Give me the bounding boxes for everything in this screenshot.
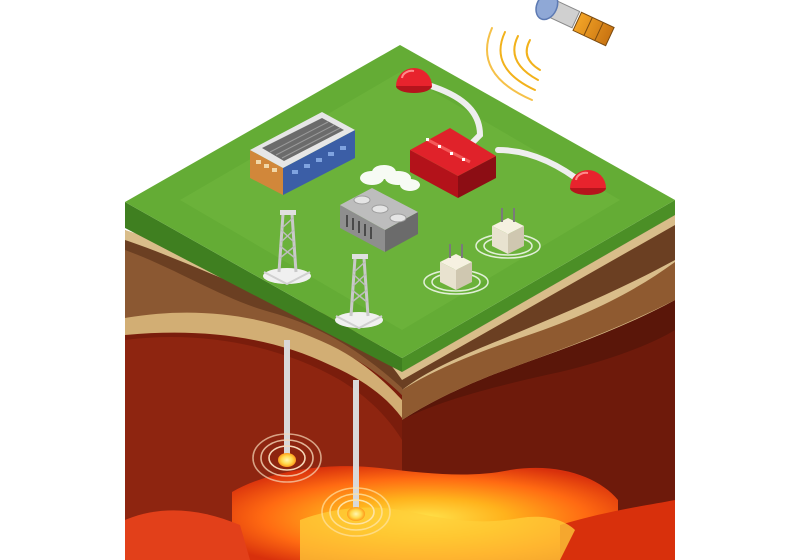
well-pipe-left [284, 340, 290, 458]
steam [360, 165, 420, 191]
satellite [486, 0, 615, 101]
right-brown-layer [402, 262, 675, 420]
grass-edge-right [402, 200, 675, 372]
grass-edge-left [125, 202, 402, 372]
wells [252, 340, 391, 537]
red-dome-right [570, 170, 606, 195]
cooling-towers [340, 165, 420, 252]
signal-waves [486, 27, 541, 101]
red-dome-top [396, 68, 432, 93]
pipe-dome-to-plant [425, 82, 484, 148]
right-dark-soil-layer [402, 225, 675, 390]
transformer-right [475, 208, 541, 259]
left-lower-sand-band [125, 312, 402, 418]
magma-left-tongue [125, 510, 250, 560]
drilling-rig-right [335, 254, 383, 330]
power-plant [410, 128, 496, 198]
hotspot-right [321, 487, 391, 537]
drilling-rig-left [263, 210, 311, 286]
magma-right-tongue [560, 500, 675, 560]
office-building [250, 112, 355, 195]
transformer-left [423, 244, 489, 295]
hotspot-left [252, 433, 322, 483]
well-pipe-right [353, 380, 359, 510]
